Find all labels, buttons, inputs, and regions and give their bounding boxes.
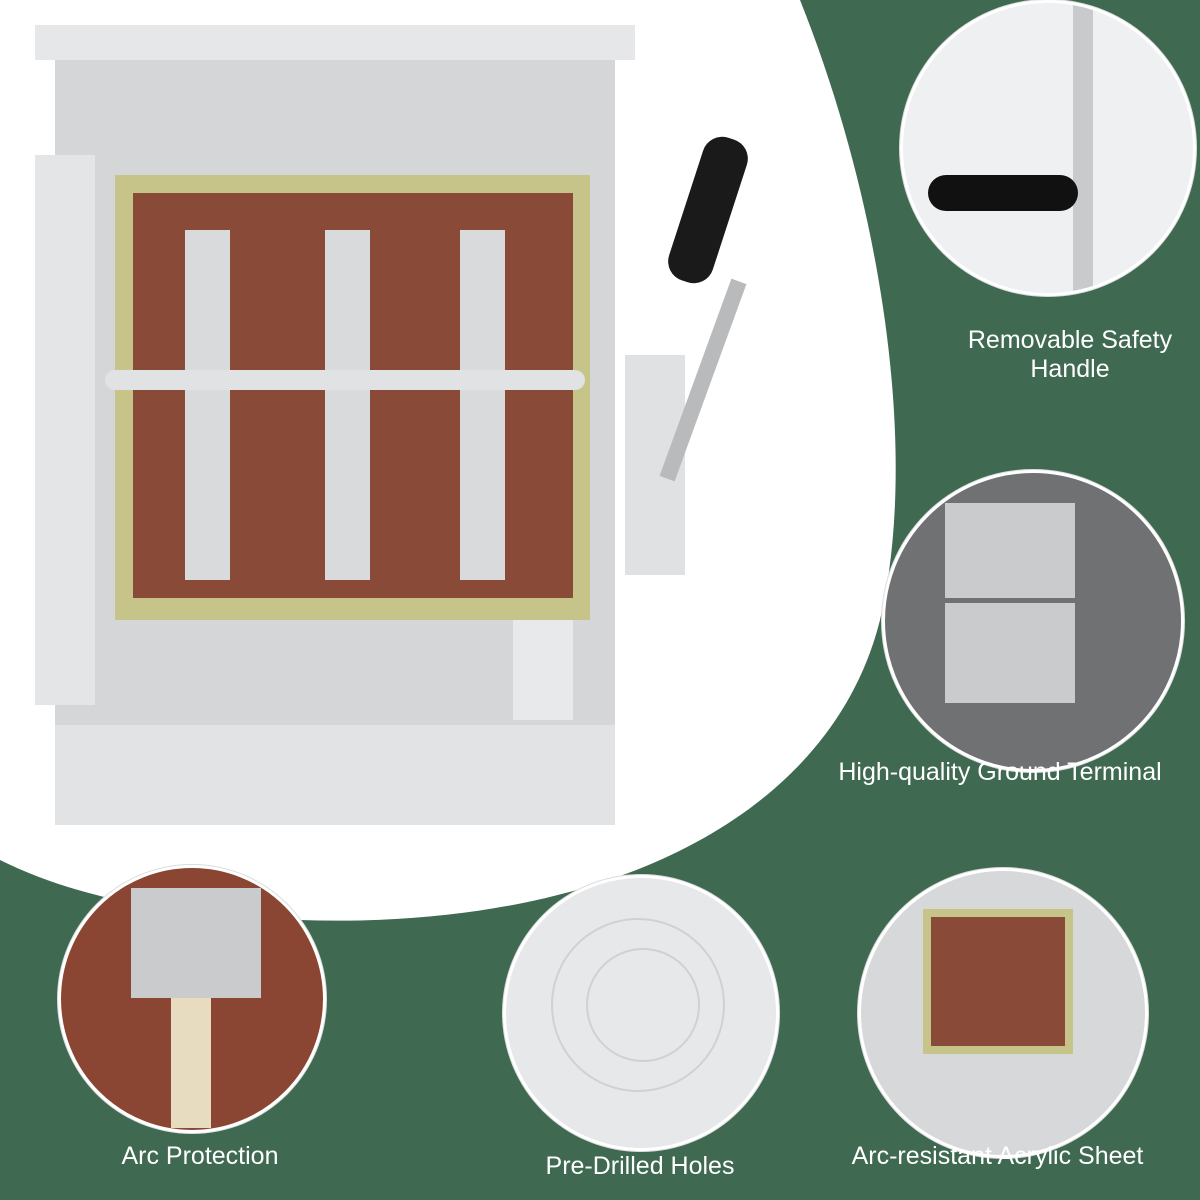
feature-label-arc-protection: Arc Protection — [121, 1142, 279, 1170]
feature-label-ground-terminal: High-quality Ground Terminal — [838, 758, 1162, 786]
feature-image-ground-terminal — [882, 470, 1184, 772]
ground-terminal — [513, 620, 573, 720]
feature-image-safety-handle — [900, 0, 1196, 296]
feature-image-pre-drilled-holes — [503, 875, 779, 1151]
feature-label-safety-handle: Removable Safety Handle — [967, 326, 1173, 383]
switch-pole-3 — [460, 230, 505, 580]
disconnect-switch-product — [35, 25, 754, 830]
feature-image-arc-protection — [58, 865, 326, 1133]
feature-label-acrylic-sheet: Arc-resistant Acrylic Sheet — [851, 1142, 1144, 1170]
operating-bar — [105, 370, 585, 390]
switch-pole-2 — [325, 230, 370, 580]
enclosure-side-left — [35, 155, 95, 705]
switch-pole-1 — [185, 230, 230, 580]
feature-image-acrylic-sheet — [858, 868, 1148, 1158]
enclosure-top — [35, 25, 635, 60]
enclosure-bottom — [55, 725, 615, 825]
feature-label-pre-drilled-holes: Pre-Drilled Holes — [545, 1152, 735, 1180]
